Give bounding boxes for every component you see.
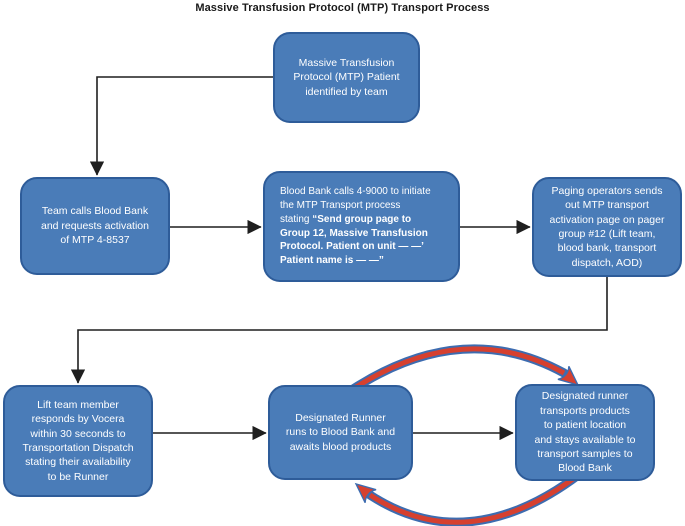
node-paging-operators: Paging operators sends out MTP transport… bbox=[532, 177, 682, 277]
node-text: Lift team member responds by Vocera with… bbox=[22, 398, 134, 483]
node-lift-team-responds: Lift team member responds by Vocera with… bbox=[3, 385, 153, 497]
node-text: Designated Runner runs to Blood Bank and… bbox=[285, 411, 396, 453]
node-team-calls-blood-bank: Team calls Blood Bank and requests activ… bbox=[20, 177, 170, 275]
node-text-normal: Blood Bank calls 4-9000 to initiate the … bbox=[280, 186, 431, 225]
cycle-arrow-top bbox=[345, 344, 580, 396]
node-text: Paging operators sends out MTP transport… bbox=[549, 184, 665, 269]
node-designated-runner-waits: Designated Runner runs to Blood Bank and… bbox=[268, 385, 413, 480]
node-text: Designated runner transports products to… bbox=[534, 390, 636, 475]
connector-identify-to-team-calls bbox=[89, 76, 273, 176]
connector-paging-to-lift-team bbox=[70, 277, 608, 384]
cycle-arrowhead-top bbox=[557, 365, 580, 387]
node-mtp-patient-identified: Massive Transfusion Protocol (MTP) Patie… bbox=[273, 32, 420, 123]
diagram-title: Massive Transfusion Protocol (MTP) Trans… bbox=[195, 2, 490, 14]
node-runner-transports-products: Designated runner transports products to… bbox=[515, 384, 655, 481]
node-text: Blood Bank calls 4-9000 to initiate the … bbox=[280, 185, 431, 267]
node-text-bold: “Send group page to Group 12, Massive Tr… bbox=[280, 213, 428, 266]
node-text: Massive Transfusion Protocol (MTP) Patie… bbox=[293, 56, 400, 98]
cycle-arrowhead-bottom bbox=[354, 482, 377, 504]
node-text: Team calls Blood Bank and requests activ… bbox=[41, 205, 149, 247]
cycle-arrow-bottom bbox=[354, 465, 590, 526]
node-blood-bank-calls-dispatch: Blood Bank calls 4-9000 to initiate the … bbox=[263, 171, 460, 282]
